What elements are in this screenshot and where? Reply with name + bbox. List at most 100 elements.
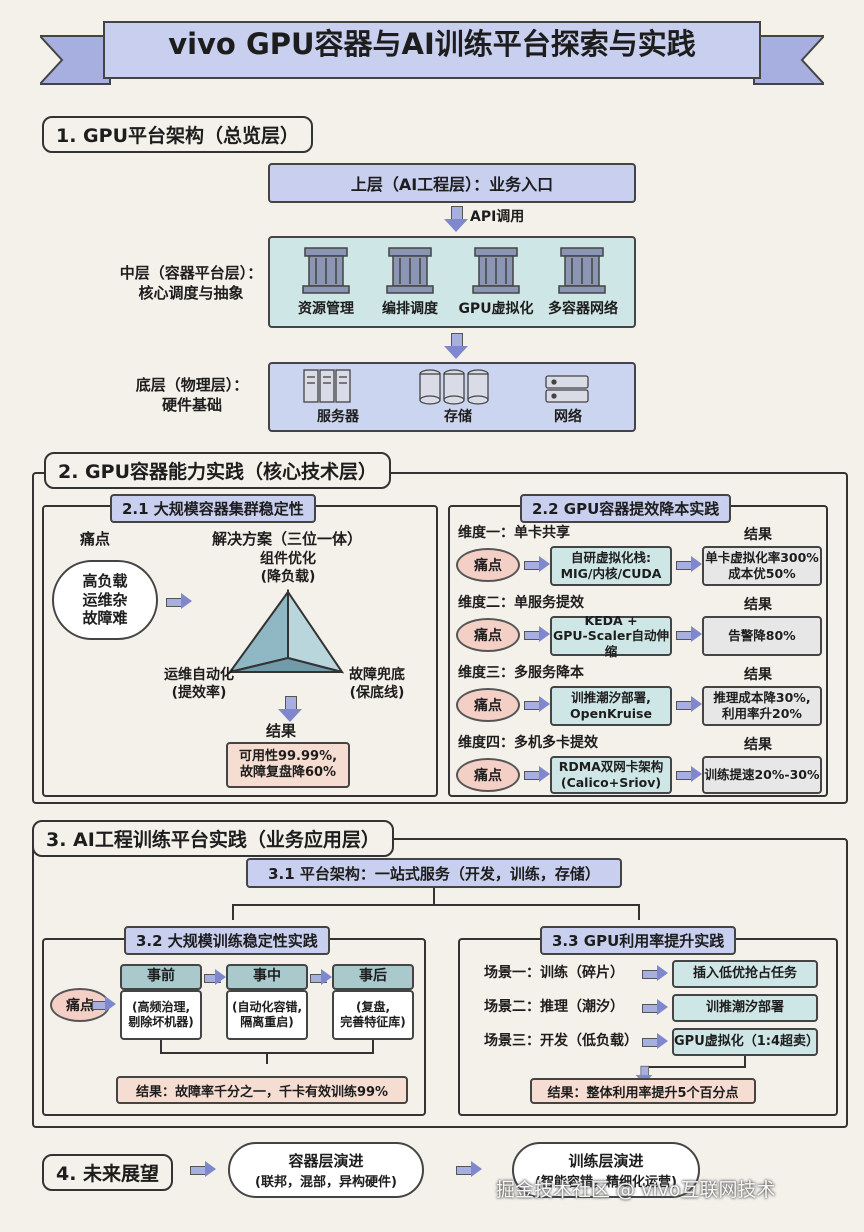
- dimension-2-solution: KEDA +GPU-Scaler自动伸缩: [550, 613, 672, 659]
- dimension-3-result-label: 结果: [744, 667, 772, 683]
- result-label: 结果: [266, 722, 297, 740]
- scene-1-action: 插入低优抢占任务: [672, 960, 818, 988]
- right-arrow-icon: [676, 626, 702, 642]
- triad-right-label: 故障兜底(保底线): [349, 667, 405, 702]
- network-switch-icon: [545, 375, 589, 403]
- storage-icon: [419, 369, 489, 405]
- right-arrow-icon: [676, 696, 702, 712]
- dimension-4-result-label: 结果: [744, 737, 772, 753]
- right-arrow-icon: [456, 1161, 482, 1177]
- right-arrow-icon: [166, 593, 192, 609]
- dimension-3-result: 推理成本降30%,利用率升20%: [702, 686, 822, 726]
- stage-before-header: 事前: [120, 964, 202, 990]
- section-2-frame: [32, 472, 848, 804]
- section-2-title: 2. GPU容器能力实践（核心技术层）: [44, 452, 392, 489]
- right-arrow-icon: [642, 965, 668, 981]
- container-evolution-cloud: 容器层演进(联邦，混部，异构硬件): [228, 1142, 424, 1198]
- right-arrow-icon: [310, 969, 332, 985]
- connector-line: [266, 1052, 268, 1064]
- right-arrow-icon: [92, 996, 116, 1012]
- bottom-layer-label: 底层（物理层）：硬件基础: [135, 376, 249, 414]
- scene-1-label: 场景一：训练（碎片）: [484, 965, 624, 981]
- right-arrow-icon: [676, 766, 702, 782]
- right-arrow-icon: [642, 1033, 668, 1049]
- stage-before-body: (高频治理,剔除坏机器): [120, 990, 202, 1040]
- title-banner: [40, 21, 824, 85]
- dimension-2-result-label: 结果: [744, 597, 772, 613]
- right-arrow-icon: [524, 766, 550, 782]
- connector-line: [232, 904, 640, 906]
- utilization-result-box: 结果：整体利用率提升5个百分点: [530, 1078, 756, 1104]
- section-3-frame: [32, 838, 848, 1128]
- bottom-item-network: 网络: [554, 409, 582, 425]
- dimension-1-pain: 痛点: [456, 548, 520, 582]
- connector-line: [372, 1040, 374, 1052]
- network-pillar-icon: [558, 247, 606, 294]
- dimension-3-solution: 训推潮汐部署,OpenKruise: [550, 686, 672, 726]
- connector-line: [638, 904, 640, 920]
- pain-point-label: 痛点: [80, 530, 111, 548]
- dimension-3-pain: 痛点: [456, 688, 520, 722]
- mid-item-resource: 资源管理: [298, 301, 354, 317]
- dimension-4-label: 维度四：多机多卡提效: [458, 735, 598, 751]
- right-arrow-icon: [204, 969, 226, 985]
- page-title: vivo GPU容器与AI训练平台探索与实践: [168, 27, 696, 61]
- subsection-2-2-title: 2.2 GPU容器提效降本实践: [520, 494, 732, 523]
- bottom-item-storage: 存储: [444, 409, 472, 425]
- triad-left-label: 运维自动化(提效率): [164, 667, 234, 702]
- mid-item-gpu-virtualization: GPU虚拟化: [458, 301, 534, 317]
- subsection-2-1-title: 2.1 大规模容器集群稳定性: [110, 494, 316, 523]
- api-call-label: API调用: [470, 209, 525, 225]
- dimension-4-pain: 痛点: [456, 758, 520, 792]
- section-3-title: 3. AI工程训练平台实践（业务应用层）: [32, 820, 394, 857]
- bottom-layer-icons: [303, 369, 589, 405]
- dimension-4-result: 训练提速20%-30%: [702, 756, 822, 794]
- right-arrow-icon: [676, 556, 702, 572]
- mid-layer-label: 中层（容器平台层）：核心调度与抽象: [119, 264, 263, 302]
- triad-pyramid: [227, 588, 344, 674]
- right-arrow-icon: [524, 626, 550, 642]
- platform-architecture-box: 3.1 平台架构：一站式服务（开发，训练，存储）: [246, 858, 622, 888]
- stage-after-header: 事后: [332, 964, 414, 990]
- dimension-3-label: 维度三：多服务降本: [458, 665, 584, 681]
- subsection-3-3-title: 3.3 GPU利用率提升实践: [540, 926, 737, 955]
- down-arrow-icon: [444, 206, 468, 232]
- section-1-title: 1. GPU平台架构（总览层）: [42, 116, 314, 153]
- mid-item-network: 多容器网络: [548, 301, 618, 317]
- right-arrow-icon: [642, 999, 668, 1015]
- stage-during-header: 事中: [226, 964, 308, 990]
- server-icon: [303, 369, 351, 403]
- connector-line: [232, 904, 234, 920]
- solution-label: 解决方案（三位一体）: [212, 530, 363, 548]
- gpu-virtualization-pillar-icon: [472, 247, 520, 294]
- connector-line: [433, 888, 435, 904]
- right-arrow-icon: [524, 556, 550, 572]
- watermark-text: 掘金技术社区 @ vivo互联网技术: [496, 1179, 776, 1201]
- dimension-1-solution: 自研虚拟化栈:MIG/内核/CUDA: [550, 546, 672, 586]
- connector-line: [160, 1040, 162, 1052]
- down-arrow-icon: [444, 333, 468, 359]
- mid-item-orchestration: 编排调度: [382, 301, 438, 317]
- right-arrow-icon: [190, 1161, 216, 1177]
- dimension-2-pain: 痛点: [456, 618, 520, 652]
- scene-3-label: 场景三：开发（低负载）: [484, 1033, 638, 1049]
- stage-during-body: (自动化容错,隔离重启): [226, 990, 308, 1040]
- right-arrow-icon: [524, 696, 550, 712]
- dimension-1-result-label: 结果: [744, 527, 772, 543]
- dimension-1-result: 单卡虚拟化率300%成本优50%: [702, 546, 822, 586]
- connector-line: [642, 1066, 746, 1068]
- section-4-title: 4. 未来展望: [42, 1154, 174, 1191]
- training-evolution-cloud: 训练层演进(智能容错，精细化运营): [512, 1142, 700, 1198]
- result-box: 可用性99.99%,故障复盘降60%: [226, 742, 350, 788]
- scene-2-label: 场景二：推理（潮汐）: [484, 999, 624, 1015]
- orchestration-pillar-icon: [386, 247, 434, 294]
- resource-pillar-icon: [302, 247, 350, 294]
- stage-after-body: (复盘,完善特征库): [332, 990, 414, 1040]
- connector-line: [744, 1056, 746, 1068]
- scene-2-action: 训推潮汐部署: [672, 994, 818, 1022]
- dimension-4-solution: RDMA双网卡架构(Calico+Sriov): [550, 756, 672, 794]
- triad-top-label: 组件优化(降负载): [260, 551, 316, 586]
- dimension-1-label: 维度一：单卡共享: [458, 525, 570, 541]
- dimension-2-result: 告警降80%: [702, 616, 822, 656]
- mid-layer-icons: [302, 247, 606, 294]
